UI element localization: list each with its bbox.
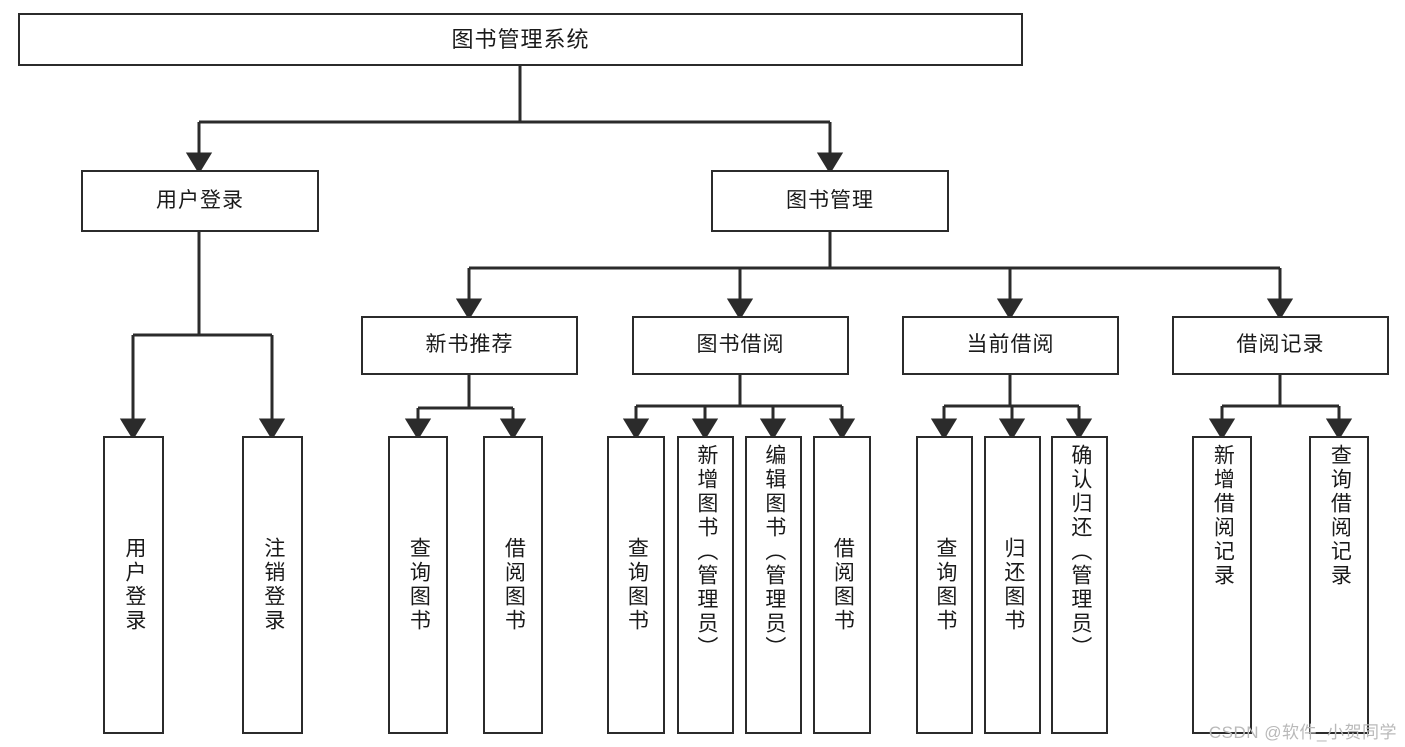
leaf-user-login-signout[interactable]: 注销登录: [242, 436, 303, 734]
node-book-management[interactable]: 图书管理: [711, 170, 949, 232]
node-current-borrowing[interactable]: 当前借阅: [902, 316, 1119, 375]
node-user-login[interactable]: 用户登录: [81, 170, 319, 232]
node-new-book-recommendation[interactable]: 新书推荐: [361, 316, 578, 375]
leaf-borrow-add-book-admin[interactable]: 新增图书（管理员）: [677, 436, 734, 734]
leaf-record-query-borrow-record[interactable]: 查询借阅记录: [1309, 436, 1369, 734]
node-book-management-system[interactable]: 图书管理系统: [18, 13, 1023, 66]
node-borrowing-record[interactable]: 借阅记录: [1172, 316, 1389, 375]
leaf-current-return-book[interactable]: 归还图书: [984, 436, 1041, 734]
leaf-new-book-query-books[interactable]: 查询图书: [388, 436, 448, 734]
leaf-user-login-signin[interactable]: 用户登录: [103, 436, 164, 734]
leaf-record-add-borrow-record[interactable]: 新增借阅记录: [1192, 436, 1252, 734]
leaf-borrow-edit-book-admin[interactable]: 编辑图书（管理员）: [745, 436, 802, 734]
leaf-current-confirm-return-admin[interactable]: 确认归还（管理员）: [1051, 436, 1108, 734]
leaf-borrow-borrow-book[interactable]: 借阅图书: [813, 436, 871, 734]
leaf-current-query-books[interactable]: 查询图书: [916, 436, 973, 734]
leaf-borrow-query-books[interactable]: 查询图书: [607, 436, 665, 734]
leaf-new-book-borrow-books[interactable]: 借阅图书: [483, 436, 543, 734]
csdn-watermark: CSDN @软件_小贺同学: [1208, 723, 1397, 742]
node-book-borrowing[interactable]: 图书借阅: [632, 316, 849, 375]
